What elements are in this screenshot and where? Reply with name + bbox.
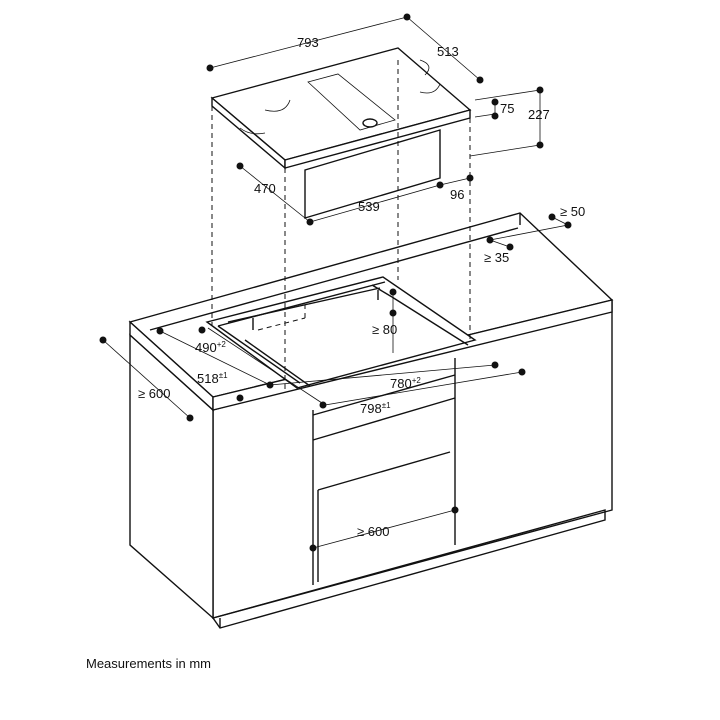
dimension-points: [99, 13, 572, 552]
dim-vertical-clearance: ≥ 80: [372, 322, 397, 337]
dimension-lines: [102, 16, 569, 549]
worktop: [128, 212, 614, 412]
dim-cutout-depth-outer: 518±1: [197, 371, 228, 386]
dim-cutout-depth: 490+2: [195, 340, 226, 355]
dim-rear-clearance-2: ≥ 35: [484, 250, 509, 265]
dim-cutout-width: 780+2: [390, 376, 421, 391]
dim-worktop-depth: ≥ 600: [138, 386, 170, 401]
dim-cabinet-width: ≥ 600: [357, 524, 389, 539]
dim-cooktop-depth: 513: [437, 44, 459, 59]
dim-box-offset: 96: [450, 187, 464, 202]
cooktop: [210, 47, 472, 219]
dim-box-depth: 470: [254, 181, 276, 196]
dim-cooktop-total-height: 227: [528, 107, 550, 122]
projection-lines: [211, 60, 471, 390]
dim-cooktop-width: 793: [297, 35, 319, 50]
dim-cutout-width-outer: 798±1: [360, 401, 391, 416]
caption: Measurements in mm: [86, 656, 211, 671]
cabinet: [129, 301, 613, 629]
dim-box-width: 539: [358, 199, 380, 214]
dim-rear-clearance: ≥ 50: [560, 204, 585, 219]
dim-cooktop-top-height: 75: [500, 101, 514, 116]
